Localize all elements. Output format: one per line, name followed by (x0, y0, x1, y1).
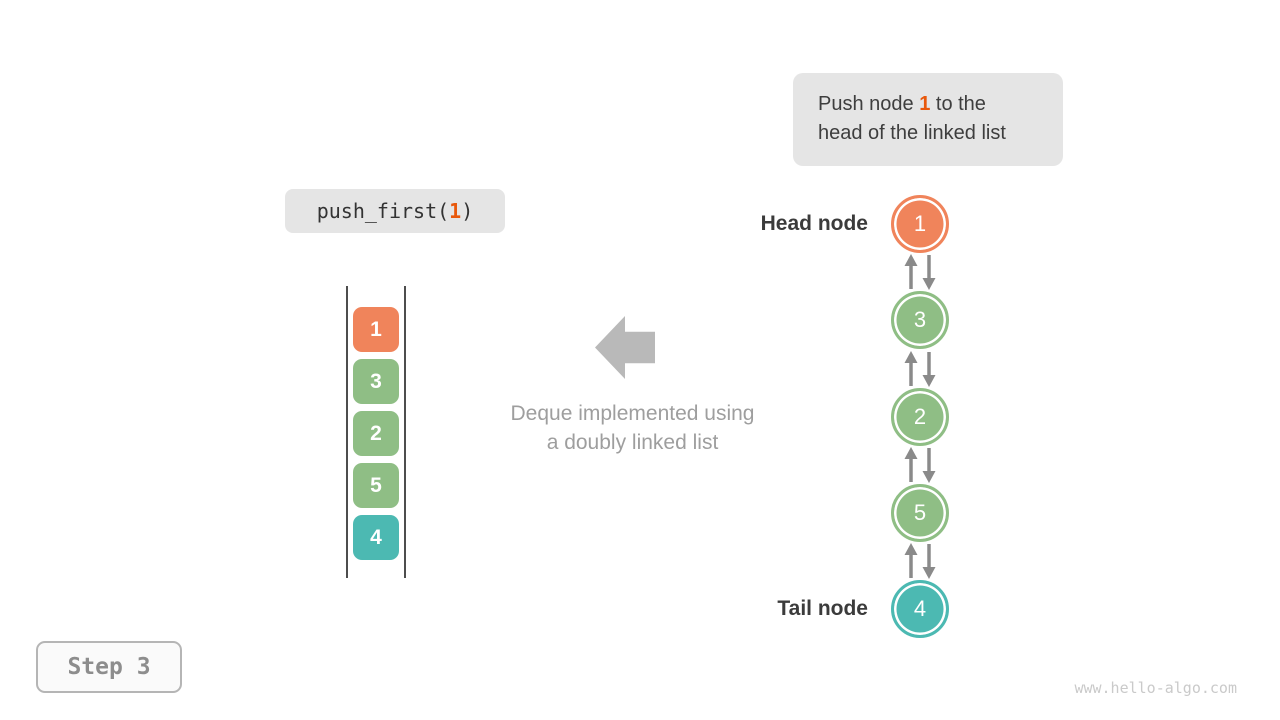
list-node: 5 (891, 484, 949, 542)
deque-caption: Deque implemented using a doubly linked … (480, 399, 785, 457)
list-node: 2 (891, 388, 949, 446)
code-call-arg: 1 (449, 199, 462, 223)
callout-highlight-value: 1 (919, 93, 931, 115)
tail-node-label: Tail node (777, 597, 868, 620)
bidirectional-arrows-icon (904, 254, 936, 290)
deque-cell: 5 (353, 463, 399, 508)
head-node-label: Head node (760, 212, 868, 235)
list-node: 3 (891, 291, 949, 349)
bidirectional-arrows-icon (904, 351, 936, 387)
caption-line1: Deque implemented using (510, 402, 755, 425)
deque-cell: 1 (353, 307, 399, 352)
step-badge: Step 3 (36, 641, 182, 693)
bidirectional-arrows-icon (904, 543, 936, 579)
left-block-arrow-icon (595, 316, 655, 379)
deque-array: 1 3 2 5 4 (346, 286, 406, 578)
deque-cell: 2 (353, 411, 399, 456)
list-node: 4 (891, 580, 949, 638)
watermark: www.hello-algo.com (1074, 679, 1237, 697)
callout-push-node: Push node 1 to the head of the linked li… (793, 73, 1063, 166)
bidirectional-arrows-icon (904, 447, 936, 483)
code-call-suffix: ) (461, 199, 474, 223)
caption-line2: a doubly linked list (546, 431, 719, 454)
callout-line2: head of the linked list (818, 122, 1006, 144)
code-call-box: push_first(1) (285, 189, 505, 233)
deque-cell: 4 (353, 515, 399, 560)
callout-line1: Push node 1 to the (818, 90, 1063, 119)
code-call-prefix: push_first( (316, 199, 450, 223)
callout-text-suffix: to the (930, 93, 986, 115)
list-node: 1 (891, 195, 949, 253)
deque-cell: 3 (353, 359, 399, 404)
callout-text: Push node (818, 93, 920, 115)
